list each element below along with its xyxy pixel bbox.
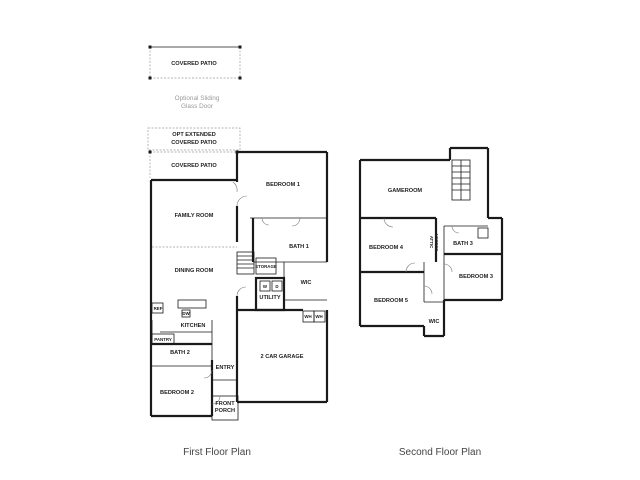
room-label-front-porch-line-2: PORCH <box>215 408 235 414</box>
first-floor-stairs <box>236 251 255 275</box>
room-label-bath-1: BATH 1 <box>289 244 309 250</box>
room-label-storage: STORAGE <box>255 264 277 269</box>
optional-covered-patio-label: COVERED PATIO <box>171 61 217 67</box>
room-label-attic-access-line-2: ACCESS <box>434 233 439 251</box>
room-label-bedroom-5: BEDROOM 5 <box>374 298 408 304</box>
extended-patio-label-line-1: OPT EXTENDED <box>172 132 216 138</box>
room-label-dining-room: DINING ROOM <box>175 268 214 274</box>
room-label-wic: WIC <box>301 280 312 286</box>
appliance-dryer: D <box>275 284 278 289</box>
second-floor-caption: Second Floor Plan <box>399 447 481 458</box>
appliance-dishwasher: DW <box>182 311 190 316</box>
appliance-water-heater-2: WH <box>315 314 322 319</box>
first-floor-plan: COVERED PATIO Optional Sliding Glass Doo… <box>147 45 329 458</box>
room-label-attic-access-line-1: ATTIC <box>429 236 434 249</box>
extended-patio-label-line-2: COVERED PATIO <box>171 140 217 146</box>
appliance-refrigerator: REF <box>154 306 163 311</box>
room-label-wic-upstairs: WIC <box>429 319 440 325</box>
second-floor-exterior-walls <box>358 146 504 338</box>
appliance-water-heater-1: WH <box>304 314 311 319</box>
first-floor-caption: First Floor Plan <box>183 447 251 458</box>
sliding-door-note-line-1: Optional Sliding <box>175 95 220 102</box>
optional-extended-patio: OPT EXTENDED COVERED PATIO <box>147 127 241 151</box>
room-label-bedroom-4: BEDROOM 4 <box>369 245 404 251</box>
room-label-bedroom-2: BEDROOM 2 <box>160 390 194 396</box>
room-label-bedroom-1: BEDROOM 1 <box>266 182 300 188</box>
second-floor-interior-walls <box>360 216 502 303</box>
room-label-kitchen: KITCHEN <box>181 323 206 329</box>
room-label-bath-2: BATH 2 <box>170 350 190 356</box>
room-label-pantry: PANTRY <box>154 337 172 342</box>
first-floor-exterior-walls <box>149 150 329 418</box>
sliding-door-note-line-2: Glass Door <box>181 103 214 110</box>
appliance-washer: W <box>263 284 268 289</box>
room-label-entry: ENTRY <box>216 365 235 371</box>
room-label-bath-3: BATH 3 <box>453 241 473 247</box>
room-label-gameroom: GAMEROOM <box>388 188 423 194</box>
room-label-2-car-garage: 2 CAR GARAGE <box>261 354 304 360</box>
second-floor-plan: GAMEROOM BEDROOM 4 ATTIC ACCESS BATH 3 B… <box>358 146 504 458</box>
room-label-utility: UTILITY <box>259 295 280 301</box>
optional-covered-patio: COVERED PATIO <box>148 45 242 80</box>
room-label-bedroom-3: BEDROOM 3 <box>459 274 493 280</box>
room-label-family-room: FAMILY ROOM <box>175 213 214 219</box>
second-floor-stairs <box>451 159 471 201</box>
room-label-front-porch-line-1: FRONT <box>215 401 235 407</box>
covered-patio: COVERED PATIO <box>148 150 239 178</box>
covered-patio-label: COVERED PATIO <box>171 163 217 169</box>
first-floor-interior-walls <box>151 181 327 421</box>
